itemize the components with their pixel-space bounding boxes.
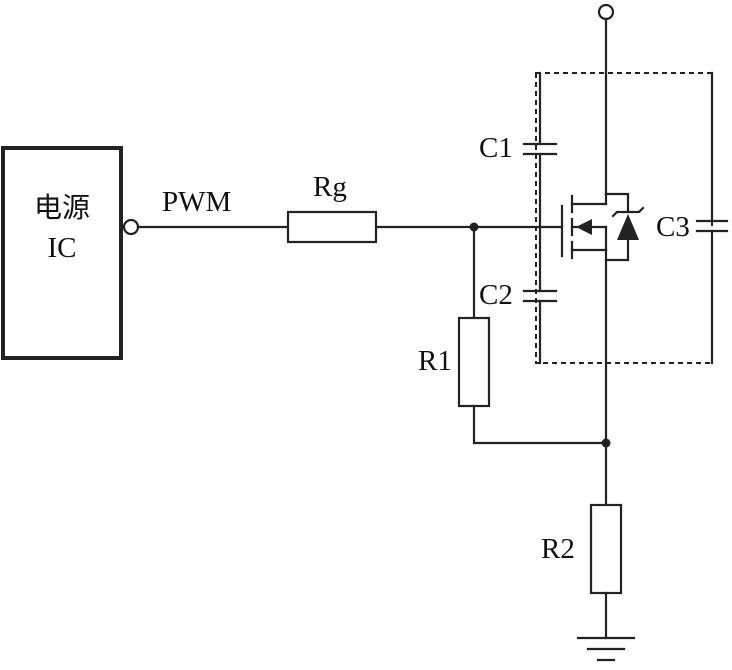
- r2-label: R2: [541, 533, 575, 565]
- r1-label: R1: [418, 345, 452, 377]
- power-ic-label-cn: 电源: [34, 191, 90, 224]
- mosfet-symbol: [560, 192, 608, 260]
- diode-top-lead: [604, 192, 630, 214]
- resistor-rg: [286, 210, 378, 244]
- c1-label: C1: [479, 132, 513, 164]
- body-diode: [604, 192, 645, 262]
- pwm-label: PWM: [162, 186, 231, 218]
- resistor-r2: [589, 503, 623, 595]
- pwm-output-terminal: [122, 218, 140, 236]
- resistor-r1: [457, 316, 491, 408]
- drain-supply-terminal: [597, 3, 615, 21]
- power-ic-block: [1, 146, 123, 360]
- power-ic-label-ic: IC: [48, 232, 77, 264]
- wire-r1-to-source: [472, 404, 608, 445]
- c3-label: C3: [656, 211, 690, 243]
- diode-bottom-lead: [604, 238, 630, 262]
- mosfet-arrow: [576, 219, 592, 235]
- rg-label: Rg: [313, 171, 347, 203]
- c2-label: C2: [479, 279, 513, 311]
- junction-source: [601, 438, 611, 448]
- diode-triangle: [617, 214, 639, 240]
- diode-zener-bar: [611, 206, 645, 218]
- ground-symbol: [576, 636, 636, 662]
- parasitic-capacitance-box: [535, 72, 713, 364]
